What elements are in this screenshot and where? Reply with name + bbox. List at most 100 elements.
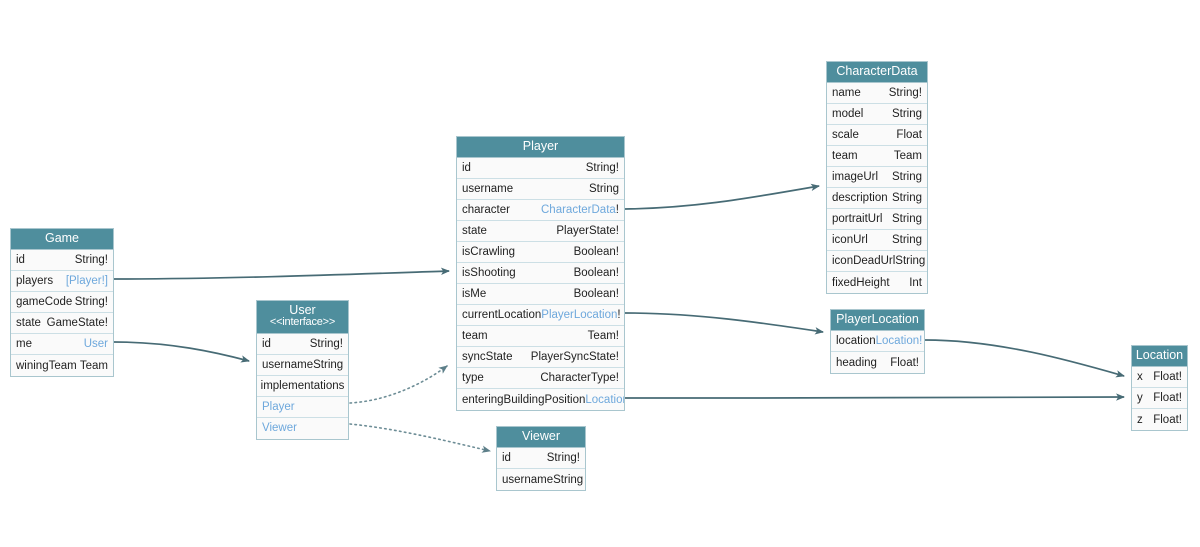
implementations-header-row: implementations bbox=[257, 375, 348, 397]
entity-character-data-rows: name String! model String scale Float te… bbox=[827, 83, 927, 294]
table-row[interactable]: currentLocation PlayerLocation! bbox=[457, 305, 624, 327]
field-name: enteringBuildingPosition bbox=[462, 393, 586, 406]
table-row[interactable]: iconUrl String bbox=[827, 230, 927, 252]
entity-player[interactable]: Player id String! username String charac… bbox=[456, 136, 625, 412]
table-row[interactable]: portraitUrl String bbox=[827, 209, 927, 231]
field-bang: ! bbox=[104, 317, 108, 330]
field-type: GameState bbox=[46, 317, 105, 330]
table-row[interactable]: syncState PlayerSyncState! bbox=[457, 347, 624, 369]
table-row[interactable]: team Team! bbox=[457, 326, 624, 348]
field-name: heading bbox=[836, 356, 877, 369]
field-bang: ! bbox=[918, 87, 922, 100]
table-row[interactable]: state GameState! bbox=[11, 313, 113, 335]
entity-character-data-title: CharacterData bbox=[827, 62, 927, 84]
table-row[interactable]: id String! bbox=[457, 158, 624, 180]
field-type: Float bbox=[896, 129, 922, 142]
table-row[interactable]: team Team bbox=[827, 146, 927, 168]
table-row[interactable]: isCrawling Boolean! bbox=[457, 242, 624, 264]
entity-user[interactable]: User <<interface>> id String! username S… bbox=[256, 300, 349, 440]
field-name: team bbox=[832, 150, 858, 163]
table-row[interactable]: username String bbox=[497, 469, 585, 491]
field-bang: ! bbox=[615, 246, 619, 259]
entity-viewer[interactable]: Viewer id String! username String bbox=[496, 426, 586, 492]
table-row[interactable]: id String! bbox=[497, 448, 585, 470]
table-row[interactable]: state PlayerState! bbox=[457, 221, 624, 243]
field-type: String bbox=[585, 162, 616, 175]
edge-player-enteringbuildingposition-to-location bbox=[624, 393, 1125, 401]
entity-location[interactable]: Location x Float! y Float! z Float! bbox=[1131, 345, 1188, 432]
table-row[interactable]: name String! bbox=[827, 83, 927, 105]
entity-character-data[interactable]: CharacterData name String! model String … bbox=[826, 61, 928, 295]
implementation-viewer[interactable]: Viewer bbox=[262, 422, 297, 435]
field-name: scale bbox=[832, 129, 859, 142]
entity-location-rows: x Float! y Float! z Float! bbox=[1132, 367, 1187, 431]
field-name: isCrawling bbox=[462, 246, 516, 259]
field-type: String bbox=[895, 255, 926, 268]
table-row[interactable]: Viewer bbox=[257, 417, 348, 439]
field-type: String bbox=[74, 254, 105, 267]
table-row[interactable]: isMe Boolean! bbox=[457, 284, 624, 306]
table-row[interactable]: me User bbox=[11, 334, 113, 356]
table-row[interactable]: id String! bbox=[11, 250, 113, 272]
field-type: String bbox=[74, 296, 105, 309]
edge-playerlocation-location-to-location bbox=[924, 339, 1125, 378]
table-row[interactable]: winingTeam Team bbox=[11, 355, 113, 377]
field-type[interactable]: PlayerLocation bbox=[541, 309, 618, 322]
field-name: location bbox=[836, 335, 876, 348]
entity-player-location[interactable]: PlayerLocation location Location! headin… bbox=[830, 309, 925, 375]
field-name: username bbox=[502, 473, 554, 486]
field-type: Team bbox=[893, 150, 922, 163]
table-row[interactable]: isShooting Boolean! bbox=[457, 263, 624, 285]
field-type[interactable]: [Player!] bbox=[65, 275, 108, 288]
table-row[interactable]: username String bbox=[457, 179, 624, 201]
table-row[interactable]: y Float! bbox=[1132, 388, 1187, 410]
table-row[interactable]: iconDeadUrl String bbox=[827, 251, 927, 273]
table-row[interactable]: character CharacterData! bbox=[457, 200, 624, 222]
field-type[interactable]: Location bbox=[875, 335, 920, 348]
entity-user-title: User <<interface>> bbox=[257, 301, 348, 334]
table-row[interactable]: username String bbox=[257, 354, 348, 376]
field-type: Team bbox=[79, 359, 108, 372]
table-row[interactable]: id String! bbox=[257, 333, 348, 355]
table-row[interactable]: enteringBuildingPosition Location bbox=[457, 389, 624, 411]
field-name: winingTeam bbox=[16, 359, 77, 372]
table-row[interactable]: z Float! bbox=[1132, 409, 1187, 431]
field-type[interactable]: User bbox=[83, 338, 108, 351]
table-row[interactable]: x Float! bbox=[1132, 367, 1187, 389]
field-type: Float bbox=[1153, 392, 1179, 405]
field-type[interactable]: Location bbox=[585, 393, 624, 406]
table-row[interactable]: heading Float! bbox=[831, 352, 924, 374]
field-name: z bbox=[1137, 413, 1143, 426]
table-row[interactable]: scale Float bbox=[827, 125, 927, 147]
table-row[interactable]: gameCode String! bbox=[11, 292, 113, 314]
implementation-player[interactable]: Player bbox=[262, 400, 295, 413]
table-row[interactable]: location Location! bbox=[831, 331, 924, 353]
field-name: id bbox=[502, 452, 511, 465]
field-name: y bbox=[1137, 392, 1143, 405]
table-row[interactable]: model String bbox=[827, 104, 927, 126]
field-name: iconUrl bbox=[832, 234, 868, 247]
table-row[interactable]: type CharacterType! bbox=[457, 368, 624, 390]
field-type[interactable]: CharacterData bbox=[541, 204, 616, 217]
table-row[interactable]: Player bbox=[257, 396, 348, 418]
field-type: String bbox=[309, 337, 340, 350]
field-type: Float bbox=[1153, 413, 1179, 426]
field-name: state bbox=[462, 225, 487, 238]
field-name: id bbox=[262, 337, 271, 350]
table-row[interactable]: imageUrl String bbox=[827, 167, 927, 189]
field-type: String bbox=[553, 473, 584, 486]
edge-game-players-to-player bbox=[113, 267, 450, 280]
entity-player-location-rows: location Location! heading Float! bbox=[831, 331, 924, 374]
field-bang: ! bbox=[615, 372, 619, 385]
field-bang: ! bbox=[615, 351, 619, 364]
field-name: syncState bbox=[462, 351, 513, 364]
field-type: CharacterType bbox=[540, 372, 616, 385]
edge-user-implements-player bbox=[349, 365, 448, 404]
table-row[interactable]: players [Player!] bbox=[11, 271, 113, 293]
edge-game-me-to-user bbox=[113, 341, 250, 363]
entity-user-stereotype: <<interface>> bbox=[269, 316, 336, 329]
table-row[interactable]: description String bbox=[827, 188, 927, 210]
entity-game[interactable]: Game id String! players [Player!] gameCo… bbox=[10, 228, 114, 378]
table-row[interactable]: fixedHeight Int bbox=[827, 272, 927, 294]
